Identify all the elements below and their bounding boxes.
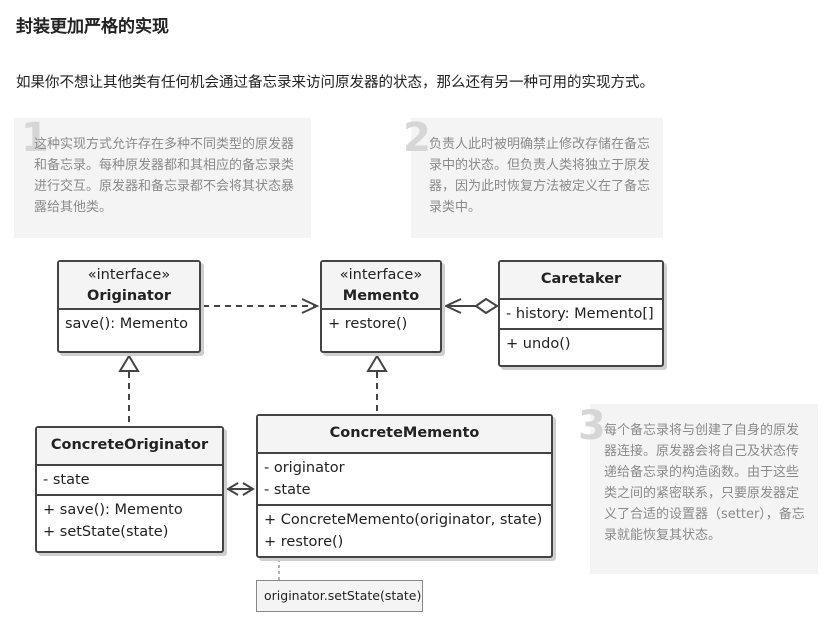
class-caretaker-header: Caretaker xyxy=(500,262,662,300)
note-2-text: 负责人此时被明确禁止修改存储在备忘录中的状态。但负责人类将独立于原发器，因为此时… xyxy=(429,137,651,215)
method: + restore() xyxy=(328,316,408,332)
class-caretaker-methods: + undo() xyxy=(500,328,662,358)
code-note: originator.setState(state) xyxy=(256,580,423,612)
class-originator-methods: save(): Memento xyxy=(59,310,199,338)
note-2: 2 负责人此时被明确禁止修改存储在备忘录中的状态。但负责人类将独立于原发器，因为… xyxy=(403,118,663,238)
class-concrete-memento-fields: - originator - state xyxy=(258,454,551,504)
class-concrete-memento-name: ConcreteMemento xyxy=(329,425,480,441)
intro-text: 如果你不想让其他类有任何机会通过备忘录来访问原发器的状态，那么还有另一种可用的实… xyxy=(16,75,654,91)
note-1-number: 1 xyxy=(21,115,49,161)
class-concrete-memento-methods: + ConcreteMemento(originator, state) + r… xyxy=(258,504,551,556)
class-memento-methods: + restore() xyxy=(322,310,440,338)
field: - state xyxy=(43,472,90,488)
note-1: 1 这种实现方式允许存在多种不同类型的原发器和备忘录。每种原发器都和其相应的备忘… xyxy=(14,118,311,238)
class-concrete-originator-header: ConcreteOriginator xyxy=(37,428,222,466)
page-title: 封装更加严格的实现 xyxy=(16,17,169,37)
class-caretaker-name: Caretaker xyxy=(540,271,622,287)
note-3-text: 每个备忘录将与创建了自身的原发器连接。原发器会将自己及状态传递给备忘录的构造函数… xyxy=(604,423,805,543)
note-1-text: 这种实现方式允许存在多种不同类型的原发器和备忘录。每种原发器都和其相应的备忘录类… xyxy=(34,137,295,215)
dependency-arrowhead xyxy=(301,298,320,314)
class-originator-stereotype: «interface» xyxy=(87,267,171,283)
association-arrow-left xyxy=(226,482,239,496)
class-concrete-originator: ConcreteOriginator - state + save(): Mem… xyxy=(35,426,224,553)
association-arrow-right xyxy=(242,482,255,496)
method: + undo() xyxy=(506,336,571,352)
method: + setState(state) xyxy=(43,524,169,540)
realization-memento-triangle xyxy=(366,354,388,372)
class-memento-stereotype: «interface» xyxy=(339,267,423,283)
method: + ConcreteMemento(originator, state) xyxy=(264,512,543,528)
class-concrete-originator-name: ConcreteOriginator xyxy=(50,437,209,453)
realization-originator-triangle xyxy=(118,354,140,372)
class-originator-name: Originator xyxy=(87,288,171,304)
note-3: 3 每个备忘录将与创建了自身的原发器连接。原发器会将自己及状态传递给备忘录的构造… xyxy=(578,404,818,574)
class-originator-header: «interface» Originator xyxy=(59,262,199,310)
class-concrete-originator-methods: + save(): Memento + setState(state) xyxy=(37,494,222,546)
class-concrete-originator-fields: - state xyxy=(37,466,222,494)
method: + restore() xyxy=(264,534,344,550)
class-caretaker: Caretaker - history: Memento[] + undo() xyxy=(498,260,664,367)
aggregation-arrowhead xyxy=(443,298,462,314)
method: + save(): Memento xyxy=(43,502,183,518)
class-memento: «interface» Memento + restore() xyxy=(320,260,442,353)
field: - history: Memento[] xyxy=(506,306,654,322)
class-memento-name: Memento xyxy=(342,288,420,304)
field: - originator xyxy=(264,460,345,476)
class-originator: «interface» Originator save(): Memento xyxy=(57,260,201,353)
field: - state xyxy=(264,482,311,498)
note-2-number: 2 xyxy=(403,115,431,161)
class-concrete-memento: ConcreteMemento - originator - state + C… xyxy=(256,414,553,558)
method: save(): Memento xyxy=(65,316,188,332)
class-concrete-memento-header: ConcreteMemento xyxy=(258,416,551,454)
aggregation-diamond xyxy=(474,297,499,315)
note-3-number: 3 xyxy=(578,403,606,449)
class-memento-header: «interface» Memento xyxy=(322,262,440,310)
class-caretaker-fields: - history: Memento[] xyxy=(500,300,662,328)
